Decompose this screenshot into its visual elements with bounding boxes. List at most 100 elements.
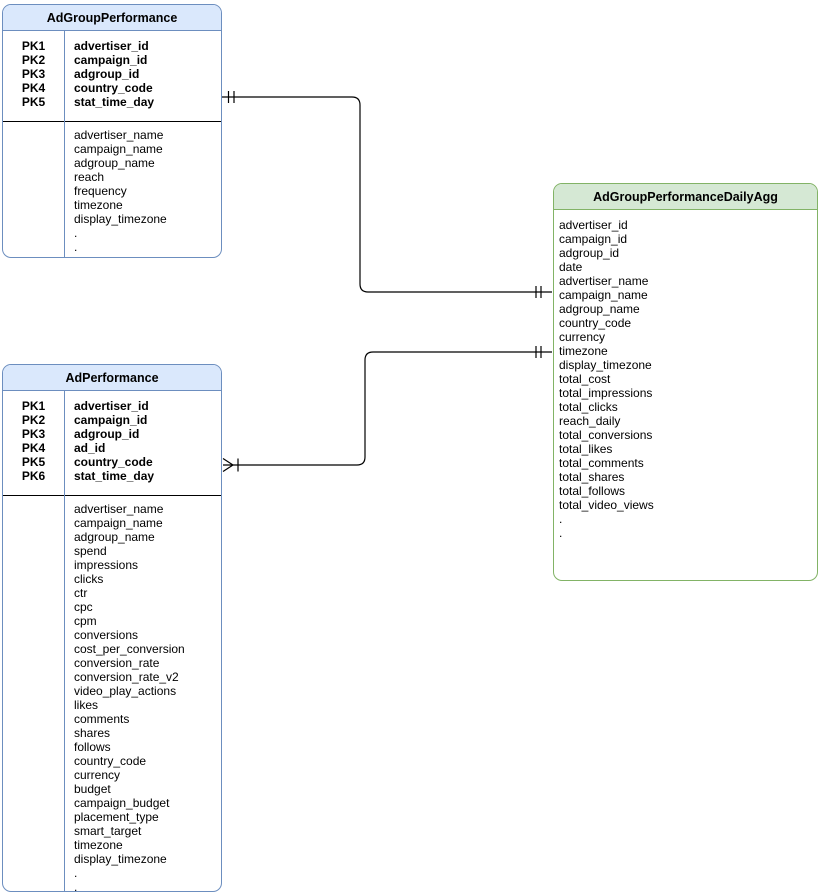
attribute-row: conversion_rate (3, 656, 221, 670)
pk-key-empty (3, 670, 64, 684)
attribute-row: campaign_name (3, 142, 221, 156)
pk-key: PK4 (21, 441, 46, 455)
attribute-row: cost_per_conversion (3, 642, 221, 656)
field-name: total_video_views (559, 498, 654, 512)
field-name: reach_daily (559, 414, 621, 428)
pk-key-empty (3, 768, 64, 782)
field-name: . (74, 226, 78, 240)
edge-adperformance-to-dailyagg[interactable] (222, 346, 552, 473)
field-name: ctr (74, 586, 88, 600)
pk-column-divider (64, 31, 65, 257)
field-name: timezone (74, 838, 123, 852)
field-name: advertiser_id (74, 39, 149, 53)
attribute-row: shares (3, 726, 221, 740)
attribute-row: budget (3, 782, 221, 796)
field-name: advertiser_name (559, 274, 649, 288)
field-name: follows (74, 740, 111, 754)
cardinality-one-and-only-one-icon (227, 91, 235, 103)
field-name: display_timezone (559, 358, 652, 372)
pk-key-empty (3, 796, 64, 810)
attribute-row: reach (3, 170, 221, 184)
attribute-row: timezone (3, 838, 221, 852)
attribute-row: display_timezone (3, 852, 221, 866)
section-divider (3, 121, 221, 122)
field-name: campaign_budget (74, 796, 170, 810)
attribute-row: . (3, 866, 221, 880)
field-name: impressions (74, 558, 139, 572)
attribute-row: . (3, 240, 221, 254)
field-name: placement_type (74, 810, 159, 824)
field-name: budget (74, 782, 111, 796)
field-name: country_code (559, 316, 632, 330)
pk-key-empty (3, 128, 64, 142)
field-name: campaign_name (559, 288, 648, 302)
pk-key: PK5 (21, 455, 46, 469)
attribute-row: cpc (3, 600, 221, 614)
attribute-row: adgroup_name (3, 156, 221, 170)
pk-key-empty (3, 516, 64, 530)
attribute-row: frequency (3, 184, 221, 198)
field-name: clicks (74, 572, 104, 586)
attribute-row: . (3, 880, 221, 891)
field-name: currency (74, 768, 121, 782)
attribute-row: date (554, 260, 817, 274)
field-name: advertiser_name (74, 502, 164, 516)
field-name: reach (74, 170, 105, 184)
cardinality-one-and-only-one-icon (535, 286, 542, 298)
attribute-row: . (554, 526, 817, 540)
field-name: timezone (559, 344, 608, 358)
field-name: advertiser_id (559, 218, 628, 232)
attribute-row: impressions (3, 558, 221, 572)
attribute-row: video_play_actions (3, 684, 221, 698)
attribute-row: total_clicks (554, 400, 817, 414)
edge-adgroupperformance-to-dailyagg[interactable] (222, 91, 552, 298)
attribute-row: . (554, 512, 817, 526)
pk-key-empty (3, 852, 64, 866)
pk-key-empty (3, 642, 64, 656)
field-name: timezone (74, 198, 123, 212)
edge-path[interactable] (233, 351, 552, 466)
field-name: . (74, 240, 78, 254)
pk-key-empty (3, 712, 64, 726)
pk-key-empty (3, 142, 64, 156)
pk-key: PK5 (21, 95, 46, 109)
field-name: ad_id (74, 441, 106, 455)
pk-key-empty (3, 824, 64, 838)
field-name: advertiser_id (74, 399, 149, 413)
pk-row: PK1 advertiser_id (3, 399, 221, 413)
attribute-row: timezone (554, 344, 817, 358)
attribute-row: total_conversions (554, 428, 817, 442)
pk-key-empty (3, 502, 64, 516)
field-name: display_timezone (74, 852, 167, 866)
pk-key-empty (3, 782, 64, 796)
field-name: adgroup_name (74, 530, 155, 544)
cardinality-one-and-only-one-icon (535, 346, 542, 358)
attribute-row: ctr (3, 586, 221, 600)
field-name: spend (74, 544, 107, 558)
pk-key-empty (3, 866, 64, 880)
field-name: frequency (74, 184, 127, 198)
pk-key-empty (3, 558, 64, 572)
pk-key-empty (3, 880, 64, 891)
attribute-row: timezone (3, 198, 221, 212)
attribute-row: total_cost (554, 372, 817, 386)
edge-path[interactable] (222, 96, 552, 293)
attribute-row: country_code (3, 754, 221, 768)
attribute-row: . (3, 226, 221, 240)
pk-key: PK1 (21, 399, 46, 413)
pk-key: PK4 (21, 81, 46, 95)
attribute-row: clicks (3, 572, 221, 586)
attribute-row: total_likes (554, 442, 817, 456)
field-name: total_conversions (559, 428, 653, 442)
field-name: total_likes (559, 442, 613, 456)
